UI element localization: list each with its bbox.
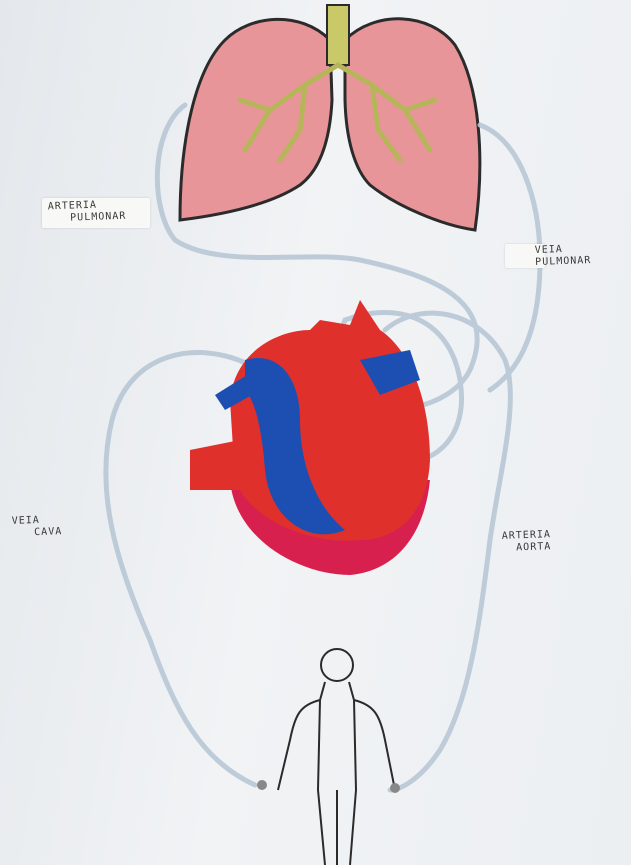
trachea: [327, 5, 349, 65]
left-lung: [180, 19, 332, 220]
clip-left: [257, 780, 267, 790]
label-veia-pulmonar: VEIA PULMONAR: [535, 243, 592, 269]
heart-red-vessel-left: [190, 440, 245, 490]
lungs-illustration: [180, 5, 480, 230]
human-body: [278, 682, 395, 865]
heart-illustration: [190, 300, 430, 575]
label-arteria-aorta: ARTERIA AORTA: [502, 529, 552, 555]
clip-right: [390, 783, 400, 793]
label-arteria-aorta-line2: AORTA: [502, 541, 552, 555]
label-arteria-pulmonar: ARTERIA PULMONAR: [48, 199, 127, 226]
human-figure: [278, 649, 395, 865]
label-veia-cava: VEIA CAVA: [12, 514, 63, 540]
label-veia-cava-line2: CAVA: [12, 526, 62, 540]
human-head: [321, 649, 353, 681]
label-veia-pulmonar-line2: PULMONAR: [535, 255, 592, 269]
